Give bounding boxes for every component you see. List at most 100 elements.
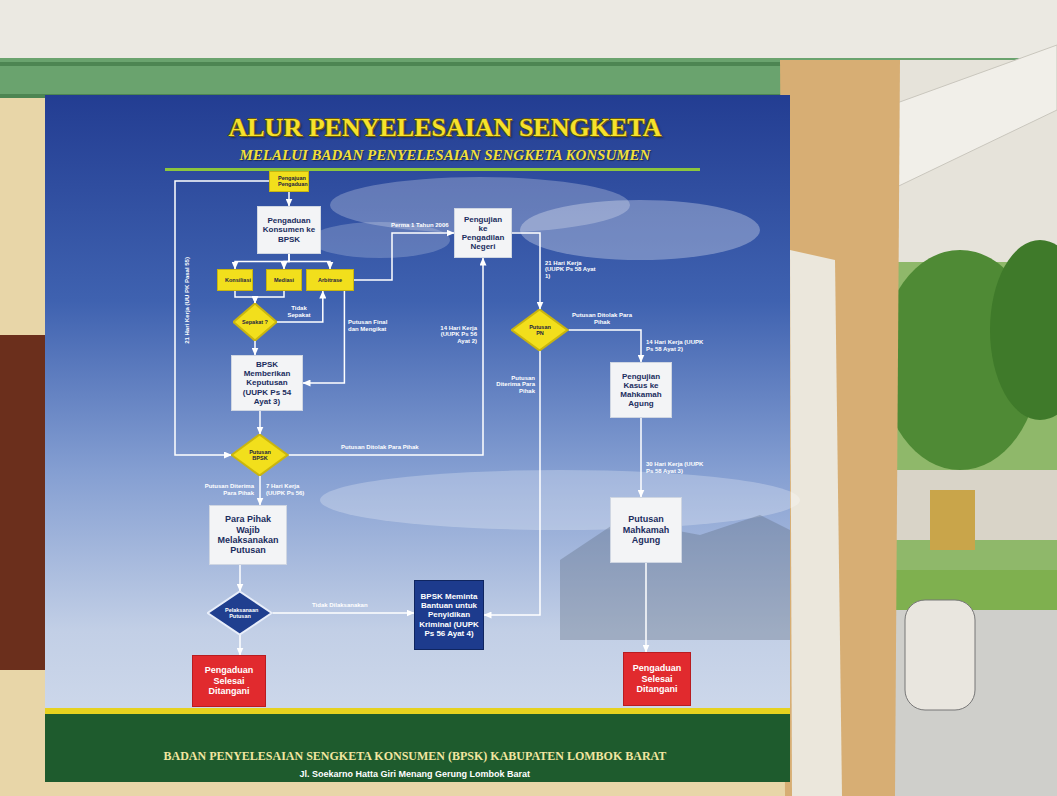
connector-arrow: [569, 330, 642, 362]
process-box: Putusan Mahkamah Agung: [610, 497, 682, 563]
motorbike: [905, 600, 975, 710]
connector-arrow: [640, 418, 642, 497]
connector-arrow: [259, 476, 261, 505]
node-text: BPSK Meminta Bantuan untuk Penyidikan Kr…: [419, 592, 479, 638]
connector-arrow: [235, 254, 289, 269]
connector-arrow: [484, 351, 540, 615]
connector-arrow: [303, 291, 344, 383]
connector-arrow: [239, 565, 241, 591]
node-label: BPSK Memberikan Keputusan (UUPK Ps 54 Ay…: [236, 360, 298, 406]
footer-address: Jl. Soekarno Hatta Giri Menang Gerung Lo…: [300, 769, 531, 779]
edge-label: 30 Hari Kerja (UUPK Ps 58 Ayat 3): [646, 461, 704, 475]
node-label: Pengaduan Selesai Ditangani: [197, 665, 261, 696]
cloud: [320, 470, 800, 530]
node-text: Pengujian Kasus ke Mahkamah Agung: [615, 372, 667, 409]
node-text: Pengaduan Selesai Ditangani: [628, 663, 686, 694]
node-label: Para Pihak Wajib Melaksanakan Putusan: [214, 514, 282, 555]
banner: [45, 95, 790, 782]
node-label: Putusan BPSK: [246, 449, 274, 462]
edge-label: Perma 1 Tahun 2006: [391, 222, 449, 229]
edge-label: Putusan Final dan Mengikat: [348, 319, 390, 333]
connector-arrow: [273, 612, 414, 614]
diagram-title: ALUR PENYELESAIAN SENGKETA: [229, 113, 662, 143]
node-text: Pengaduan Selesai Ditangani: [197, 665, 261, 696]
cloud: [310, 222, 450, 258]
pavement: [895, 600, 1057, 796]
decision-diamond: Pelaksanaan Putusan: [207, 591, 272, 635]
node-text: Putusan BPSK: [246, 449, 274, 462]
tree: [990, 240, 1057, 420]
edge-label: Putusan Diterima Para Pihak: [490, 375, 535, 396]
diamond-shape: [512, 309, 568, 350]
node-text: Pengujian ke Pengadilan Negeri: [459, 215, 507, 252]
node-label: Pengaduan Konsumen ke BPSK: [262, 216, 316, 244]
edge-label: 21 Hari Kerja (UU PK Pasal 55): [183, 257, 190, 344]
node-text: Mediasi: [274, 277, 294, 283]
connector-arrow: [277, 291, 323, 322]
node-label: Pengajuan Pengaduan: [278, 175, 300, 188]
connector-arrow: [354, 233, 454, 280]
pillar: [780, 60, 900, 796]
node-label: Pengaduan Selesai Ditangani: [628, 663, 686, 694]
start-box: Pengajuan Pengaduan: [269, 171, 309, 192]
node-label: Arbitrase: [318, 277, 342, 283]
diamond-shape: [208, 591, 272, 634]
footer-rule: [45, 708, 790, 714]
decision-diamond: Putusan BPSK: [231, 434, 288, 476]
node-text: Pengaduan Konsumen ke BPSK: [262, 216, 316, 244]
node-text: Pengajuan Pengaduan: [278, 175, 300, 188]
node-label: Putusan PN: [526, 324, 554, 337]
footer-organisation: BADAN PENYELESAIAN SENGKETA KONSUMEN (BP…: [164, 750, 667, 764]
node-label: Pengujian Kasus ke Mahkamah Agung: [615, 372, 667, 409]
connector-arrow: [235, 291, 255, 303]
connector-arrow: [255, 291, 284, 303]
subtitle: MELALUI BADAN PENYELESAIAN SENGKETA KONS…: [240, 147, 651, 164]
method-box: Mediasi: [266, 269, 302, 291]
method-box: Arbitrase: [306, 269, 354, 291]
node-label: Putusan Mahkamah Agung: [615, 514, 677, 545]
connector-arrow: [254, 341, 256, 355]
node-text: Konsiliasi: [225, 277, 245, 283]
connector-arrow: [259, 411, 261, 434]
time-limit-note: 14 Hari Kerja (UUPK Ps 58 Ayat 2): [646, 339, 706, 353]
process-box: Pengujian ke Pengadilan Negeri: [454, 208, 512, 258]
node-label: Pelaksanaan Putusan: [225, 607, 255, 620]
connector-arrow: [645, 563, 647, 652]
building: [895, 470, 1057, 540]
node-text: BPSK Memberikan Keputusan (UUPK Ps 54 Ay…: [236, 360, 298, 406]
signboard: [930, 490, 975, 550]
process-box: BPSK Meminta Bantuan untuk Penyidikan Kr…: [414, 580, 484, 650]
node-text: Pelaksanaan Putusan: [225, 607, 255, 620]
door: [0, 335, 45, 670]
edge-label: Putusan Ditolak Para Pihak: [341, 444, 419, 451]
connector-arrow: [239, 635, 241, 655]
connector-arrow: [289, 254, 330, 269]
process-box: Pengaduan Konsumen ke BPSK: [257, 206, 321, 254]
node-text: Arbitrase: [318, 277, 342, 283]
edge-label: Tidak Sepakat: [284, 305, 314, 319]
node-label: BPSK Meminta Bantuan untuk Penyidikan Kr…: [419, 592, 479, 638]
diamond-shape: [233, 303, 276, 340]
time-limit-note: 7 Hari Kerja (UUPK Ps 56): [266, 483, 316, 497]
cloud: [520, 200, 760, 260]
end-box: Pengaduan Selesai Ditangani: [192, 655, 266, 707]
connector-arrow: [512, 233, 540, 309]
decision-diamond: Putusan PN: [511, 309, 568, 351]
connector-arrow: [288, 192, 290, 207]
end-box: Pengaduan Selesai Ditangani: [623, 652, 691, 706]
edge-label: 21 Hari Kerja (UUPK Ps 58 Ayat 1): [545, 260, 600, 281]
node-label: Konsiliasi: [225, 277, 245, 283]
connector-arrow: [289, 258, 484, 455]
peeling-paint: [790, 250, 842, 796]
edge-label: Putusan Diterima Para Pihak: [199, 483, 254, 497]
title-rule: [165, 168, 700, 171]
node-text: Para Pihak Wajib Melaksanakan Putusan: [214, 514, 282, 555]
process-box: Pengujian Kasus ke Mahkamah Agung: [610, 362, 672, 418]
footer-band: [45, 714, 790, 782]
decision-diamond: Sepakat ?: [233, 303, 277, 341]
diamond-shape: [232, 434, 288, 475]
method-box: Konsiliasi: [217, 269, 253, 291]
process-box: BPSK Memberikan Keputusan (UUPK Ps 54 Ay…: [231, 355, 303, 411]
ceiling: [0, 0, 1057, 60]
